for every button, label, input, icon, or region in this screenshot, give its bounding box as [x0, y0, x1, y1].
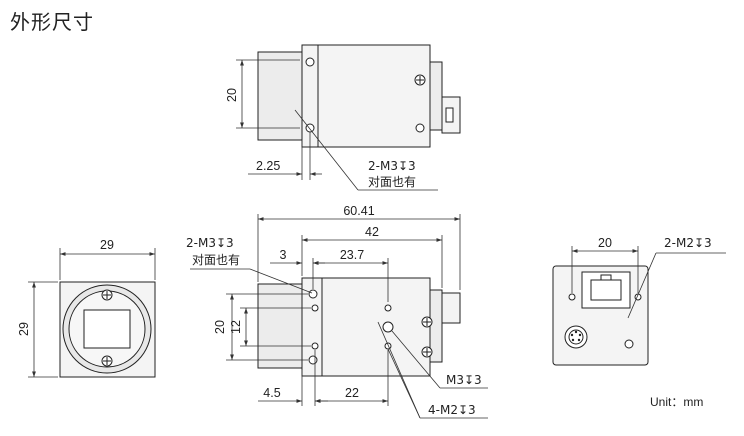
- side-hole-pitch-label: 22: [345, 386, 359, 400]
- top-mount-hole-upper: [305, 57, 315, 67]
- side-hole-lower: [308, 355, 318, 365]
- top-callout-thread: 2-M3↧3: [368, 159, 416, 173]
- back-hole-left: [568, 293, 576, 301]
- back-view: 20 2-M2↧3: [552, 236, 726, 366]
- side-callout-m2: 4-M2↧3: [428, 403, 476, 417]
- side-m3-hole: [382, 321, 394, 333]
- top-view: 20 2.25 2-M3↧3 对面也有: [225, 44, 461, 191]
- front-sensor: [83, 309, 131, 349]
- page-title: 外形尺寸: [10, 10, 94, 34]
- side-camera-body: [301, 277, 431, 377]
- back-led: [624, 339, 634, 349]
- unit-label: Unit：mm: [650, 395, 703, 409]
- side-hole-upper: [308, 289, 318, 299]
- top-camera-body: [301, 44, 431, 148]
- side-lens-gap-label: 3: [280, 248, 287, 262]
- side-overall-length-label: 60.41: [343, 204, 374, 218]
- side-callout-top-note: 对面也有: [192, 253, 240, 267]
- side-front-offset-label: 4.5: [263, 386, 280, 400]
- side-height-inner-label: 12: [229, 320, 243, 334]
- front-height-label: 29: [17, 322, 31, 336]
- top-connector: [429, 61, 443, 131]
- side-callout-m3: M3↧3: [446, 373, 482, 387]
- back-width-label: 20: [598, 236, 612, 250]
- side-height-outer-label: 20: [213, 320, 227, 334]
- side-callout-top-thread: 2-M3↧3: [186, 236, 234, 250]
- top-height-label: 20: [225, 88, 239, 102]
- top-lens-mount: [257, 51, 303, 141]
- side-view: 60.41 42 3 23.7 20 12 4.5 22: [186, 204, 488, 419]
- side-lens-mount: [257, 283, 303, 369]
- top-callout-note: 对面也有: [368, 175, 416, 189]
- side-connector-plug: [441, 292, 461, 324]
- side-hole-span-label: 23.7: [340, 248, 364, 262]
- front-view: 29 29: [17, 238, 156, 378]
- front-width-label: 29: [100, 238, 114, 252]
- back-callout: 2-M2↧3: [664, 236, 712, 250]
- top-offset-label: 2.25: [256, 159, 280, 173]
- side-body-length-label: 42: [365, 225, 379, 239]
